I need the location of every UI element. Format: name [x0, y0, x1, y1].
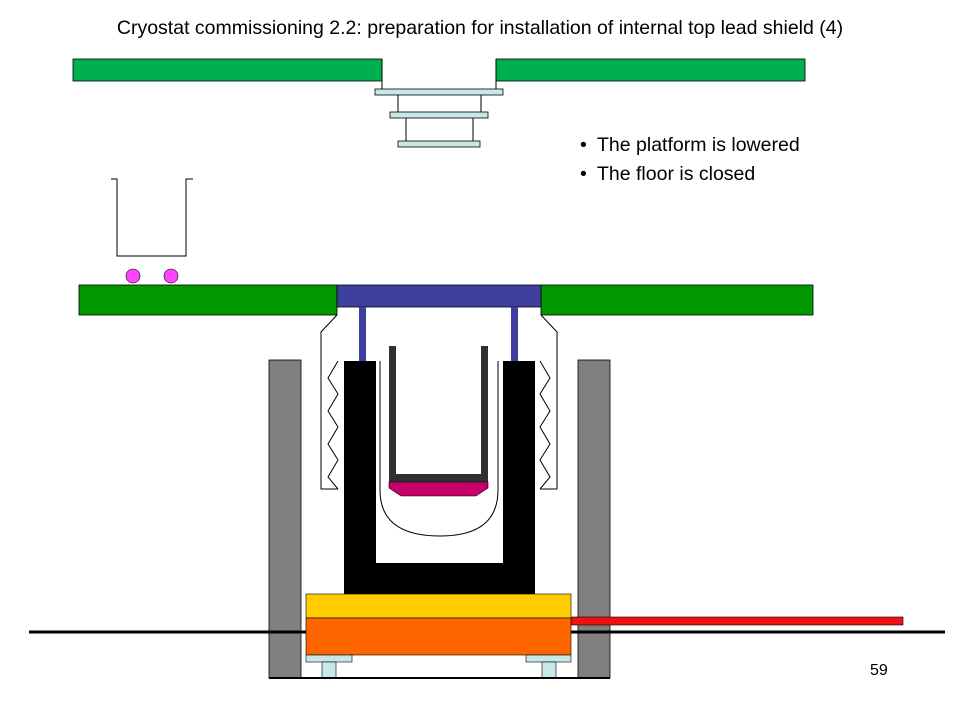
top-floor-right [495, 58, 806, 82]
base-feet [305, 654, 572, 679]
bullet-item-floor: • The floor is closed [580, 160, 800, 189]
bellows-zigzag-right [539, 360, 551, 490]
bellows-outline-left [320, 314, 338, 490]
outer-wall-right [577, 359, 611, 679]
outer-wall-left [268, 359, 302, 679]
crane-hook-assembly [374, 88, 504, 148]
top-floor-left [72, 58, 383, 82]
platform-left [78, 284, 338, 316]
bullet-glyph: • [580, 163, 587, 185]
platform-center-plate [336, 284, 542, 308]
bullet-item-platform: • The platform is lowered [580, 131, 800, 160]
bullet-text: The platform is lowered [597, 134, 800, 156]
bullet-list: • The platform is lowered • The floor is c… [580, 131, 800, 189]
suspension-rod-right [511, 307, 518, 361]
rail [570, 616, 904, 626]
slide-title: Cryostat commissioning 2.2: preparation … [116, 17, 844, 39]
inner-vessel-outline [379, 361, 499, 537]
suspension-rod-left [359, 307, 366, 361]
base-plate-orange [305, 617, 572, 656]
bellows-zigzag-left [327, 360, 339, 490]
bullet-glyph: • [580, 134, 587, 156]
platform-right [540, 284, 814, 316]
bellows-outline-right [540, 314, 558, 490]
vessel-bottom-plate [388, 481, 489, 497]
page-number: 59 [870, 662, 888, 679]
trolley-bucket [111, 178, 193, 284]
base-plate-yellow [305, 593, 572, 619]
bullet-text: The floor is closed [597, 163, 756, 185]
lead-shield [344, 361, 535, 595]
inner-dark-vessel [389, 346, 488, 482]
trolley-wheel-right [163, 268, 179, 284]
trolley-wheel-left [125, 268, 141, 284]
